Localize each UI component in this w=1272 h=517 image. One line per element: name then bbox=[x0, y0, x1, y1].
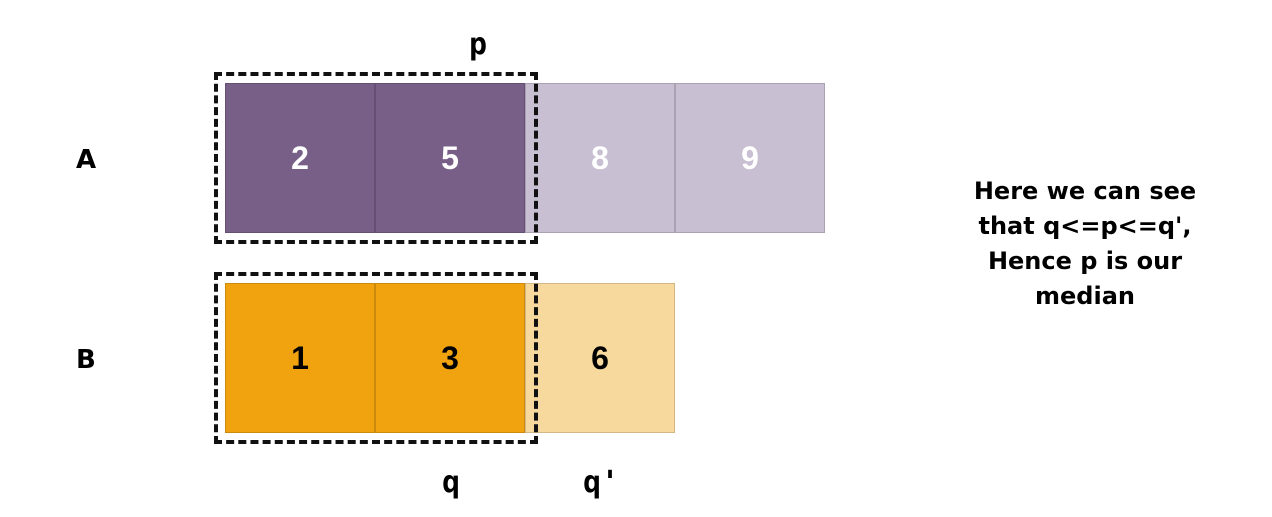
partition-box-b bbox=[214, 272, 538, 444]
note-line-2: that q<=p<=q', bbox=[978, 212, 1192, 240]
row-label-a: A bbox=[76, 145, 97, 175]
note-line-4: median bbox=[1035, 282, 1135, 310]
array-a-cell-2: 8 bbox=[525, 83, 675, 233]
array-a-cell-3: 9 bbox=[675, 83, 825, 233]
array-b-cell-0: 1 bbox=[225, 283, 375, 433]
note-line-3: Hence p is our bbox=[987, 247, 1183, 275]
explanation-note: Here we can see that q<=p<=q', Hence p i… bbox=[910, 174, 1260, 314]
pointer-label-q-prime: q' bbox=[583, 465, 620, 500]
note-line-1: Here we can see bbox=[973, 177, 1197, 205]
partition-box-a bbox=[214, 72, 538, 244]
pointer-label-p: p bbox=[469, 27, 488, 62]
pointer-label-q: q bbox=[442, 465, 461, 500]
array-a-cell-0: 2 bbox=[225, 83, 375, 233]
row-label-b: B bbox=[76, 345, 96, 375]
array-b-cell-2: 6 bbox=[525, 283, 675, 433]
array-a-cell-1: 5 bbox=[375, 83, 525, 233]
array-b-cell-1: 3 bbox=[375, 283, 525, 433]
